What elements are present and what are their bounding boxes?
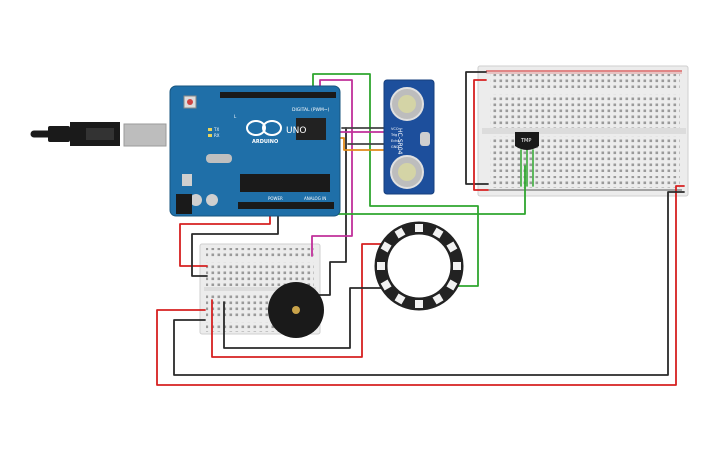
ultrasonic-pin-echo: Echo — [391, 139, 400, 143]
temp-sensor-label: TMP — [520, 138, 531, 144]
usb-cable[interactable] — [30, 122, 167, 147]
wire-black-buzzer[interactable] — [299, 127, 347, 296]
wire-red-power[interactable] — [156, 185, 685, 386]
l-label: L — [234, 114, 237, 119]
ultrasonic-sensor[interactable]: HC-SR04 VCC Trig Echo GND — [383, 79, 435, 195]
ultrasonic-pin-vcc: VCC — [391, 127, 399, 131]
digital-label: DIGITAL (PWM~) — [292, 107, 330, 113]
wire-magenta-trig[interactable] — [311, 79, 353, 257]
rx-label: RX — [214, 133, 220, 138]
wire-black-neopixel[interactable] — [223, 287, 389, 349]
wire-red-rail[interactable] — [473, 79, 489, 191]
neopixel-led — [432, 227, 444, 239]
ultrasonic-model: HC-SR04 — [396, 128, 403, 155]
tx-label: TX — [213, 127, 219, 132]
neopixel-led — [432, 293, 444, 305]
breadboard-large[interactable] — [477, 65, 689, 197]
ultrasonic-pin-gnd: GND — [391, 145, 399, 149]
neopixel-led — [415, 224, 423, 232]
analog-label: ANALOG IN — [304, 196, 326, 201]
wire-red-5v[interactable] — [179, 214, 271, 267]
piezo-buzzer[interactable] — [268, 282, 324, 338]
neopixel-led — [394, 293, 406, 305]
wire-black-rail[interactable] — [465, 71, 489, 185]
ultrasonic-pin-trig: Trig — [390, 133, 397, 137]
wire-green-signal[interactable] — [312, 73, 479, 287]
temperature-sensor[interactable]: TMP — [515, 132, 539, 150]
neopixel-led — [453, 262, 461, 270]
power-label: POWER — [268, 196, 283, 201]
wire-black-gnd[interactable] — [191, 214, 279, 277]
neopixel-ring[interactable] — [374, 221, 464, 311]
neopixel-led — [415, 300, 423, 308]
neopixel-led — [380, 279, 392, 291]
wire-black-ground[interactable] — [173, 191, 685, 376]
wire-red-neopixel[interactable] — [211, 243, 385, 358]
arduino-model: UNO — [286, 126, 306, 136]
neopixel-led — [380, 241, 392, 253]
neopixel-led — [377, 262, 385, 270]
neopixel-led — [446, 241, 458, 253]
neopixel-led — [394, 227, 406, 239]
arduino-brand: ARDUINO — [252, 139, 278, 145]
neopixel-led — [446, 279, 458, 291]
arduino-uno[interactable]: TX RX L ARDUINO UNO DIGITAL (PWM~) POWER… — [169, 85, 341, 217]
